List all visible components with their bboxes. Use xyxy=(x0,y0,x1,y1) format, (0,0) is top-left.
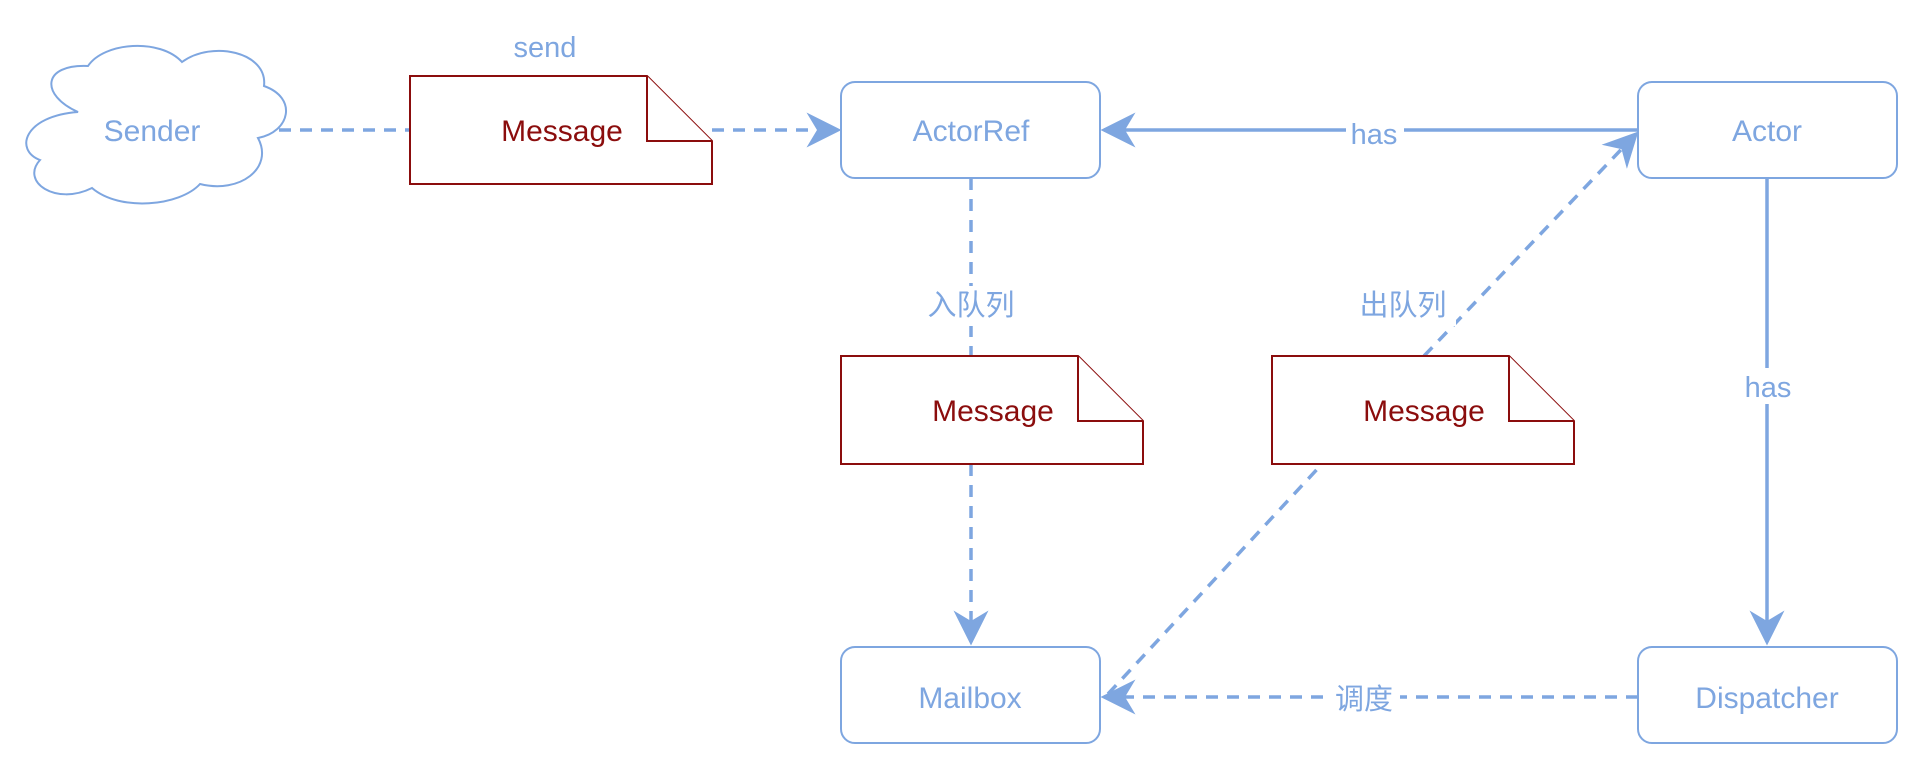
cloud-icon xyxy=(25,44,288,205)
edge-mailbox-to-message xyxy=(1106,462,1324,696)
edge-label-send: send xyxy=(514,32,577,64)
message-note-middle-right: Message xyxy=(1271,355,1575,465)
actorref-label: ActorRef xyxy=(913,115,1030,148)
edge-label-schedule: 调度 xyxy=(1335,682,1393,716)
message-note-middle-left: Message xyxy=(840,355,1144,465)
edge-label-enqueue: 入队列 xyxy=(927,288,1014,322)
message-label-middle-right: Message xyxy=(1363,395,1485,428)
mailbox-label: Mailbox xyxy=(918,682,1021,715)
message-label-middle-left: Message xyxy=(932,395,1054,428)
edge-label-has-actorref: has xyxy=(1351,119,1398,151)
edge-label-dequeue: 出队列 xyxy=(1359,288,1446,322)
dispatcher-label: Dispatcher xyxy=(1695,682,1838,715)
message-label-top: Message xyxy=(501,115,623,148)
edge-message-dequeue-actor xyxy=(1422,131,1639,358)
actor-node: Actor xyxy=(1637,81,1898,179)
edge-label-has-dispatcher: has xyxy=(1745,372,1792,404)
message-note-top: Message xyxy=(409,75,713,185)
sender-label: Sender xyxy=(104,115,201,148)
sender-node: Sender xyxy=(25,44,288,205)
actor-label: Actor xyxy=(1732,115,1802,148)
actorref-node: ActorRef xyxy=(840,81,1101,179)
dispatcher-node: Dispatcher xyxy=(1637,646,1898,744)
mailbox-node: Mailbox xyxy=(840,646,1101,744)
